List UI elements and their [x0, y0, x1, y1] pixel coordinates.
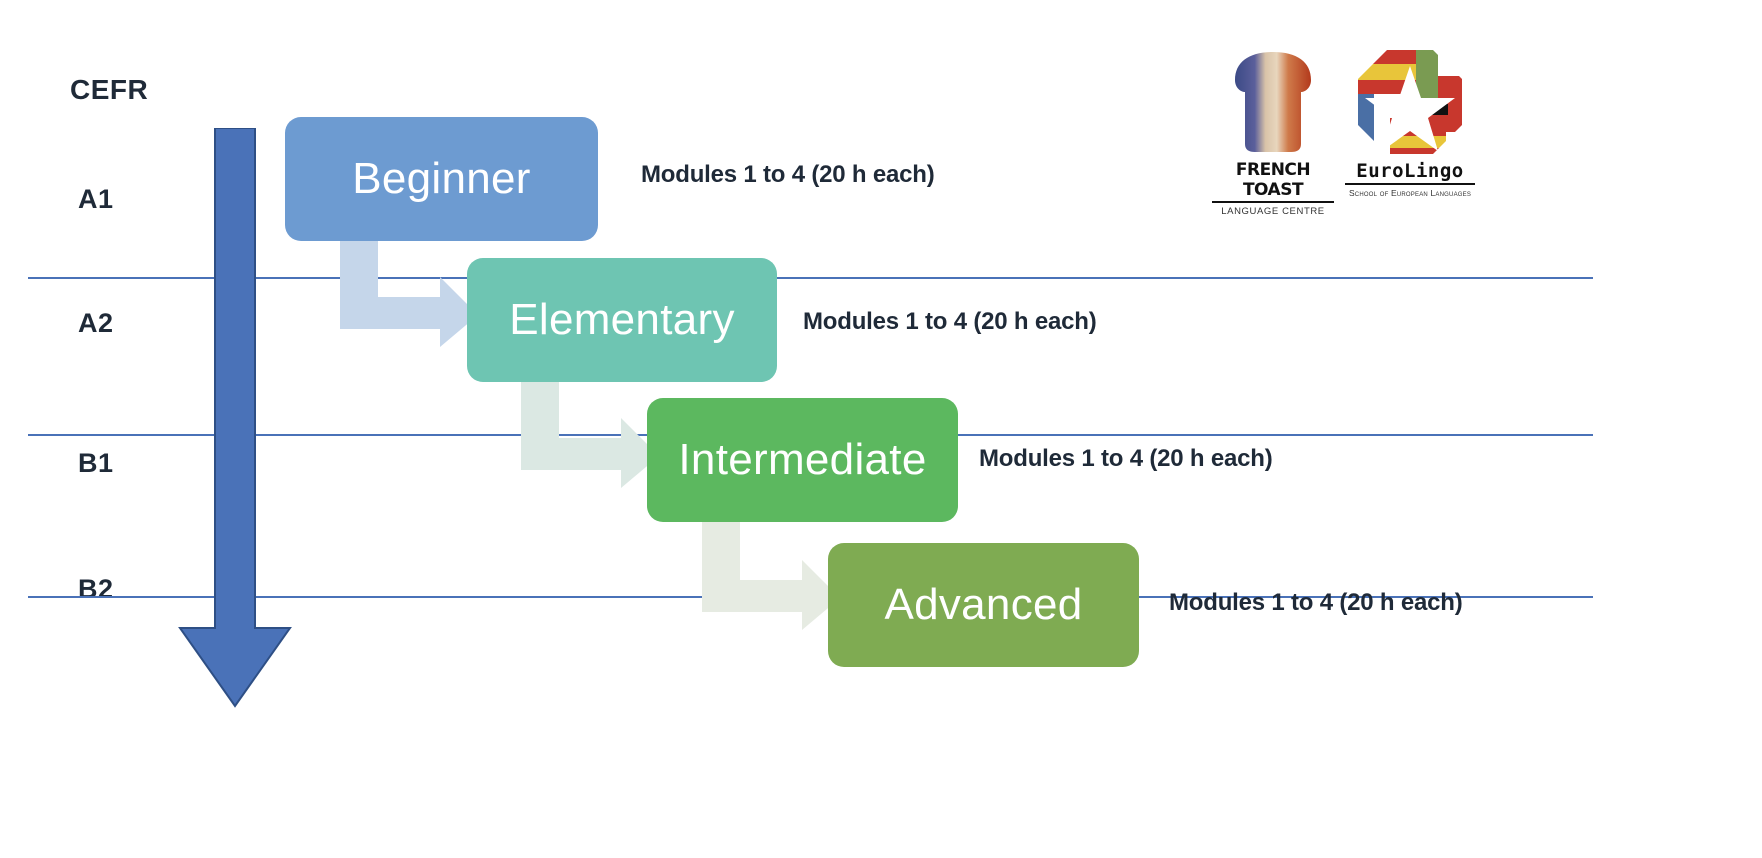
course-box-beginner[interactable]: Beginner — [285, 117, 598, 241]
logo-eurolingo: EuroLingo School of European Languages — [1345, 46, 1475, 198]
connector-arrow-elementary-to-intermediate — [521, 378, 659, 488]
course-box-elementary[interactable]: Elementary — [467, 258, 777, 382]
module-note-advanced: Modules 1 to 4 (20 h each) — [1169, 589, 1463, 616]
toast-slice-icon — [1235, 52, 1311, 152]
cefr-level-label-b2: B2 — [78, 574, 114, 604]
cefr-heading: CEFR — [70, 74, 149, 105]
connector-arrow-intermediate-to-advanced — [702, 520, 840, 630]
course-box-intermediate[interactable]: Intermediate — [647, 398, 958, 522]
flag-octagon-star-icon — [1358, 50, 1462, 154]
level-divider-a1-a2 — [28, 277, 1593, 279]
cefr-level-label-a2: A2 — [78, 308, 114, 338]
cefr-level-label-a1: A1 — [78, 184, 114, 214]
connector-arrow-beginner-to-elementary — [340, 237, 478, 347]
logo-eurolingo-tagline: School of European Languages — [1348, 188, 1472, 198]
logo-french-toast: FRENCH TOAST LANGUAGE CENTRE — [1212, 46, 1334, 217]
downward-progression-arrow — [178, 128, 292, 708]
logo-eurolingo-name: EuroLingo — [1345, 160, 1475, 185]
logo-french-toast-tagline: LANGUAGE CENTRE — [1221, 206, 1325, 217]
cefr-level-label-b1: B1 — [78, 448, 114, 478]
course-box-advanced[interactable]: Advanced — [828, 543, 1139, 667]
module-note-beginner: Modules 1 to 4 (20 h each) — [641, 161, 935, 188]
logo-french-toast-name: FRENCH TOAST — [1212, 160, 1334, 203]
module-note-elementary: Modules 1 to 4 (20 h each) — [803, 308, 1097, 335]
module-note-intermediate: Modules 1 to 4 (20 h each) — [979, 445, 1273, 472]
